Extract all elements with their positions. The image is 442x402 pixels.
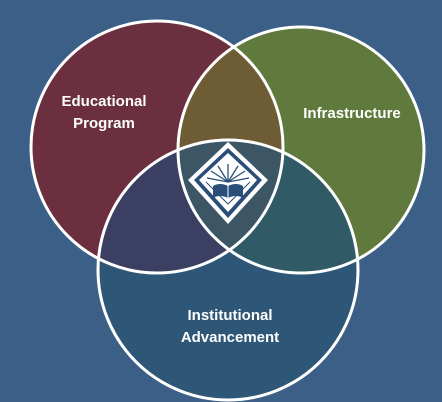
label-infrastructure: Infrastructure — [303, 105, 401, 122]
label-institutional-line1: Institutional — [188, 307, 273, 324]
label-educational-line1: Educational — [61, 93, 146, 110]
outline-institutional — [96, 138, 360, 402]
open-book-crest-icon — [188, 142, 268, 224]
label-educational-line2: Program — [73, 115, 135, 132]
label-institutional-line2: Advancement — [181, 329, 279, 346]
outline-educational — [29, 19, 285, 275]
